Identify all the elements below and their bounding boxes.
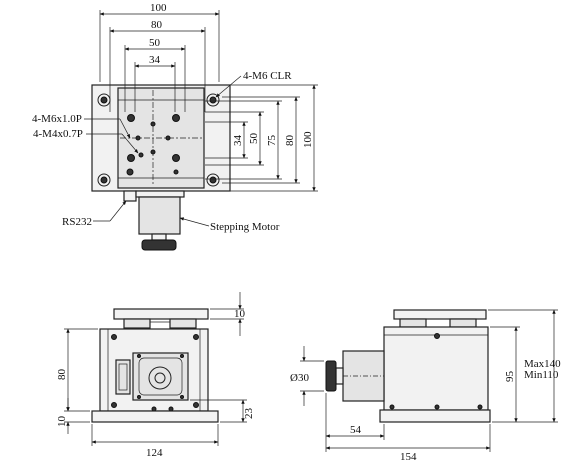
front-motor-face — [132, 352, 189, 401]
front-view: 10 80 10 23 124 — [56, 292, 255, 459]
dim-124: 124 — [146, 447, 163, 459]
label-4-m4x0.7p: 4-M4x0.7P — [33, 128, 83, 140]
dim-min110: Min110 — [524, 369, 559, 381]
side-top-plate — [393, 309, 487, 320]
top-view: 100 80 50 34 100 80 75 50 34 — [32, 2, 318, 251]
dim-max140: Max140 — [524, 358, 561, 370]
m6-thread-hole — [127, 114, 135, 122]
dim-54: 54 — [350, 424, 362, 436]
m6-clr-hole — [97, 173, 111, 187]
dim-10-bottom: 10 — [56, 416, 68, 428]
m6-clr-hole — [206, 173, 220, 187]
m6-thread-hole — [172, 114, 180, 122]
vdim-75: 75 — [266, 135, 278, 147]
vdim-50: 50 — [248, 133, 260, 145]
m6-clr-hole — [206, 93, 220, 107]
motor-flange — [135, 190, 185, 198]
rs232-connector — [123, 190, 137, 202]
dim-100: 100 — [150, 2, 167, 14]
m6-thread-hole — [127, 154, 135, 162]
label-4-m6x1.0p: 4-M6x1.0P — [32, 113, 82, 125]
dim-154: 154 — [400, 451, 417, 463]
motor-knob — [141, 239, 177, 251]
dim-34: 34 — [149, 54, 161, 66]
dim-dia30: Ø30 — [290, 372, 309, 384]
label-4-m6-clr: 4-M6 CLR — [243, 70, 292, 82]
dim-23: 23 — [243, 408, 255, 420]
dim-10-top: 10 — [234, 308, 246, 320]
front-motor-shaft — [148, 366, 172, 390]
side-base-plate — [379, 409, 491, 423]
dim-50: 50 — [149, 37, 161, 49]
label-rs232: RS232 — [62, 216, 92, 228]
front-base-plate — [91, 410, 219, 423]
dim-95: 95 — [504, 371, 516, 383]
stepping-motor — [138, 196, 181, 235]
dim-80-front: 80 — [56, 369, 68, 381]
dim-80: 80 — [151, 19, 163, 31]
side-body — [383, 326, 489, 411]
vdim-80: 80 — [284, 135, 296, 147]
side-motor-knob — [325, 360, 337, 392]
front-rs232-connector — [115, 359, 131, 395]
front-top-plate — [113, 308, 209, 320]
label-stepping-motor: Stepping Motor — [210, 221, 280, 233]
m6-thread-hole — [172, 154, 180, 162]
vdim-100: 100 — [302, 131, 314, 148]
side-view: Ø30 95 Max140 Min110 54 154 — [290, 309, 561, 463]
vdim-34: 34 — [232, 135, 244, 147]
